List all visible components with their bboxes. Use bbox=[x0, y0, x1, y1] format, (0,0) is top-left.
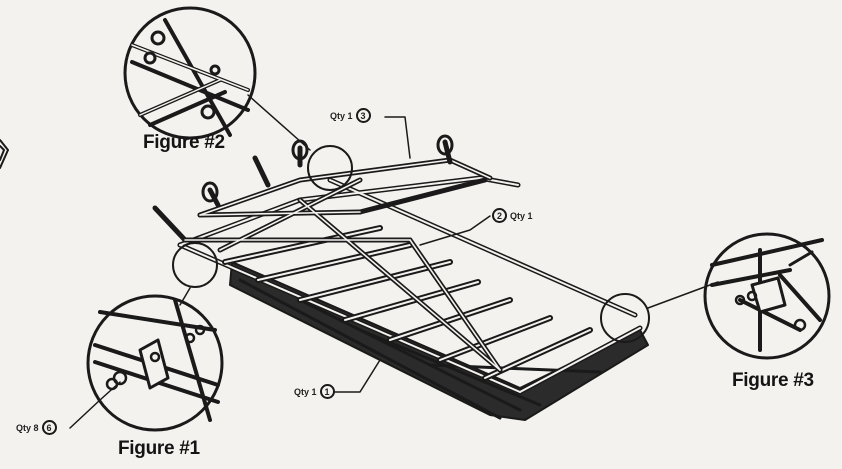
upper-frame-highlight bbox=[184, 159, 501, 371]
figure-3-label: Figure #3 bbox=[732, 370, 814, 391]
bolt-arrow bbox=[788, 250, 814, 267]
figure-3-detail bbox=[703, 232, 831, 360]
detail-circle-fig1 bbox=[172, 242, 218, 288]
partial-part-left-edge bbox=[0, 139, 9, 169]
figure-1-detail bbox=[86, 294, 224, 432]
callout-qty-text: Qty 1 bbox=[294, 386, 317, 397]
part-number-2: 2 bbox=[492, 208, 507, 223]
detail-circle-fig3 bbox=[600, 293, 650, 343]
detail-circles bbox=[172, 145, 650, 343]
figure-1-label: Figure #1 bbox=[118, 438, 200, 459]
detail-circle-fig2 bbox=[307, 145, 353, 191]
part-number-3: 3 bbox=[355, 108, 371, 123]
callout-part-2: 2 Qty 1 bbox=[492, 208, 533, 223]
callout-qty-text: Qty 8 bbox=[16, 422, 39, 433]
sled-frame bbox=[152, 134, 649, 421]
figure-2-detail bbox=[123, 6, 257, 140]
callout-qty-text: Qty 1 bbox=[330, 110, 353, 121]
figure-2-label: Figure #2 bbox=[143, 132, 225, 153]
callout-qty-text: Qty 1 bbox=[510, 210, 533, 221]
part-number-1: 1 bbox=[319, 384, 335, 399]
corner-bracket bbox=[750, 276, 787, 314]
callout-part-1: Qty 1 1 bbox=[294, 384, 335, 399]
callout-part-6: Qty 8 6 bbox=[16, 420, 57, 435]
bracket-plate bbox=[138, 338, 170, 390]
part-number-6: 6 bbox=[41, 420, 57, 435]
callout-part-3: Qty 1 3 bbox=[330, 108, 371, 123]
